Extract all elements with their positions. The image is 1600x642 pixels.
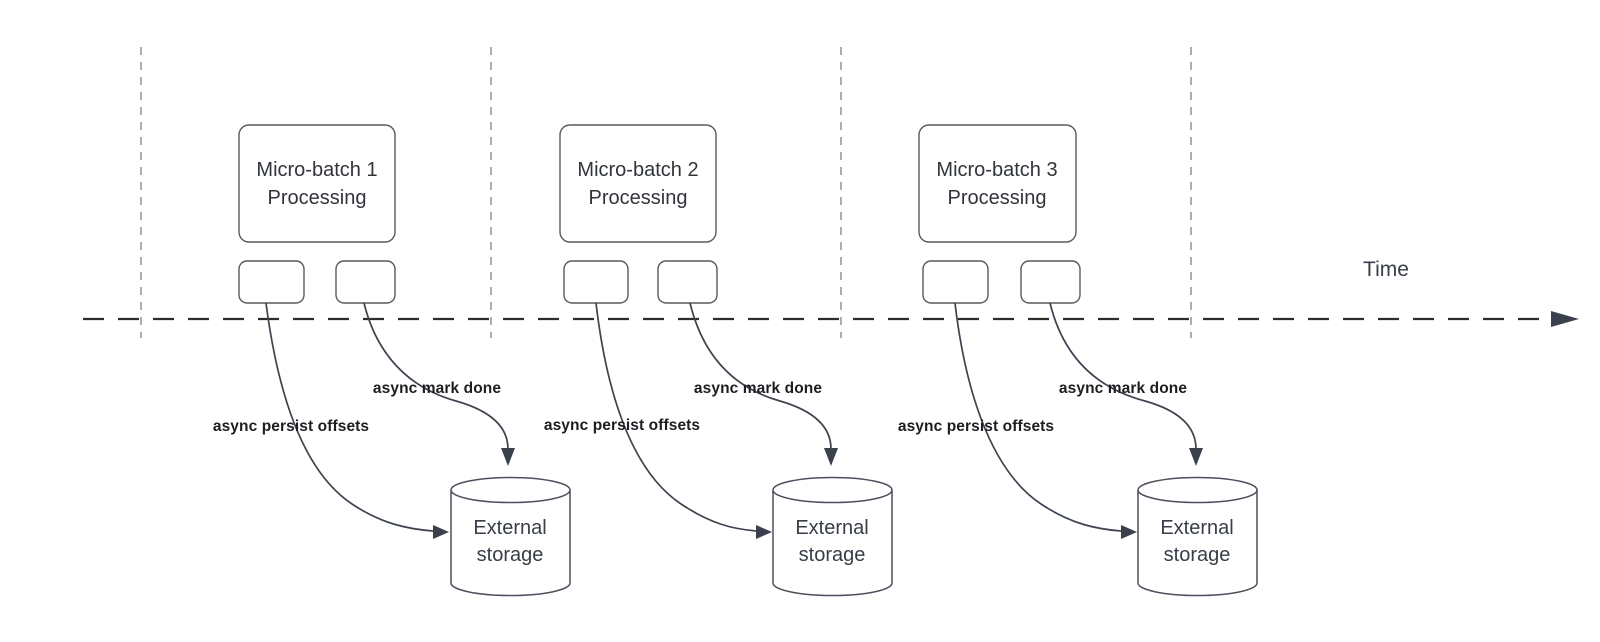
time-axis (83, 311, 1579, 327)
time-axis-label: Time (1363, 258, 1409, 281)
mark-done-arrow-3 (1049, 302, 1197, 450)
offset-task-box-2 (563, 260, 629, 304)
storage-label-2: External storage (795, 517, 869, 566)
process-box-2-title-line1: Micro-batch 2 (577, 158, 699, 181)
process-box-3-label: Micro-batch 3 Processing (919, 125, 1075, 242)
mark-done-arrowhead-3-icon (1189, 448, 1203, 466)
persist-offsets-arrowhead-1-icon (433, 525, 449, 539)
process-box-3-title-line2: Processing (947, 186, 1047, 209)
storage-label-1: External storage (473, 517, 547, 566)
persist-offsets-arrowhead-2-icon (756, 525, 772, 539)
process-box-1-label: Micro-batch 1 Processing (239, 125, 395, 242)
mark-done-label-1: async mark done (372, 380, 502, 397)
offset-task-box-1 (238, 260, 305, 304)
done-task-box-3 (1020, 260, 1081, 304)
mark-done-arrowhead-2-icon (824, 448, 838, 466)
process-box-2 (559, 124, 717, 243)
mark-done-label-2: async mark done (693, 380, 823, 397)
storage-cylinder-3-body (1137, 490, 1258, 597)
micro-batch-group-1 (238, 124, 571, 597)
process-box-3-title-line1: Micro-batch 3 (936, 158, 1058, 181)
process-box-3 (918, 124, 1077, 243)
time-axis-arrowhead-icon (1551, 311, 1579, 327)
process-box-2-title-line2: Processing (588, 186, 688, 209)
persist-offsets-label-3: async persist offsets (897, 418, 1055, 435)
process-box-2-label: Micro-batch 2 Processing (560, 125, 716, 242)
micro-batch-group-2 (559, 124, 893, 597)
storage-cylinder-1-body (450, 490, 571, 597)
storage-cylinder-1-top (450, 476, 571, 504)
storage-cylinder-2 (772, 476, 893, 597)
process-box-1-title-line1: Micro-batch 1 (256, 158, 378, 181)
offset-task-box-3 (922, 260, 989, 304)
persist-offsets-arrow-2 (595, 302, 757, 532)
storage-label-3: External storage (1160, 517, 1234, 566)
storage-cylinder-2-body (772, 490, 893, 597)
persist-offsets-arrowhead-3-icon (1121, 525, 1137, 539)
done-task-box-2 (657, 260, 718, 304)
storage-cylinder-1 (450, 476, 571, 597)
micro-batch-group-3 (918, 124, 1258, 597)
persist-offsets-arrow-1 (265, 302, 434, 532)
storage-cylinder-3 (1137, 476, 1258, 597)
mark-done-arrowhead-1-icon (501, 448, 515, 466)
persist-offsets-label-1: async persist offsets (212, 418, 370, 435)
process-box-1-title-line2: Processing (267, 186, 367, 209)
batch-interval-guides (140, 47, 1192, 338)
done-task-box-1 (335, 260, 396, 304)
mark-done-arrow-1 (363, 302, 509, 450)
persist-offsets-label-2: async persist offsets (543, 417, 701, 434)
process-box-1 (238, 124, 396, 243)
storage-cylinder-3-top (1137, 476, 1258, 504)
persist-offsets-arrow-3 (954, 302, 1122, 532)
mark-done-label-3: async mark done (1058, 380, 1188, 397)
storage-cylinder-2-top (772, 476, 893, 504)
mark-done-arrow-2 (689, 302, 832, 450)
